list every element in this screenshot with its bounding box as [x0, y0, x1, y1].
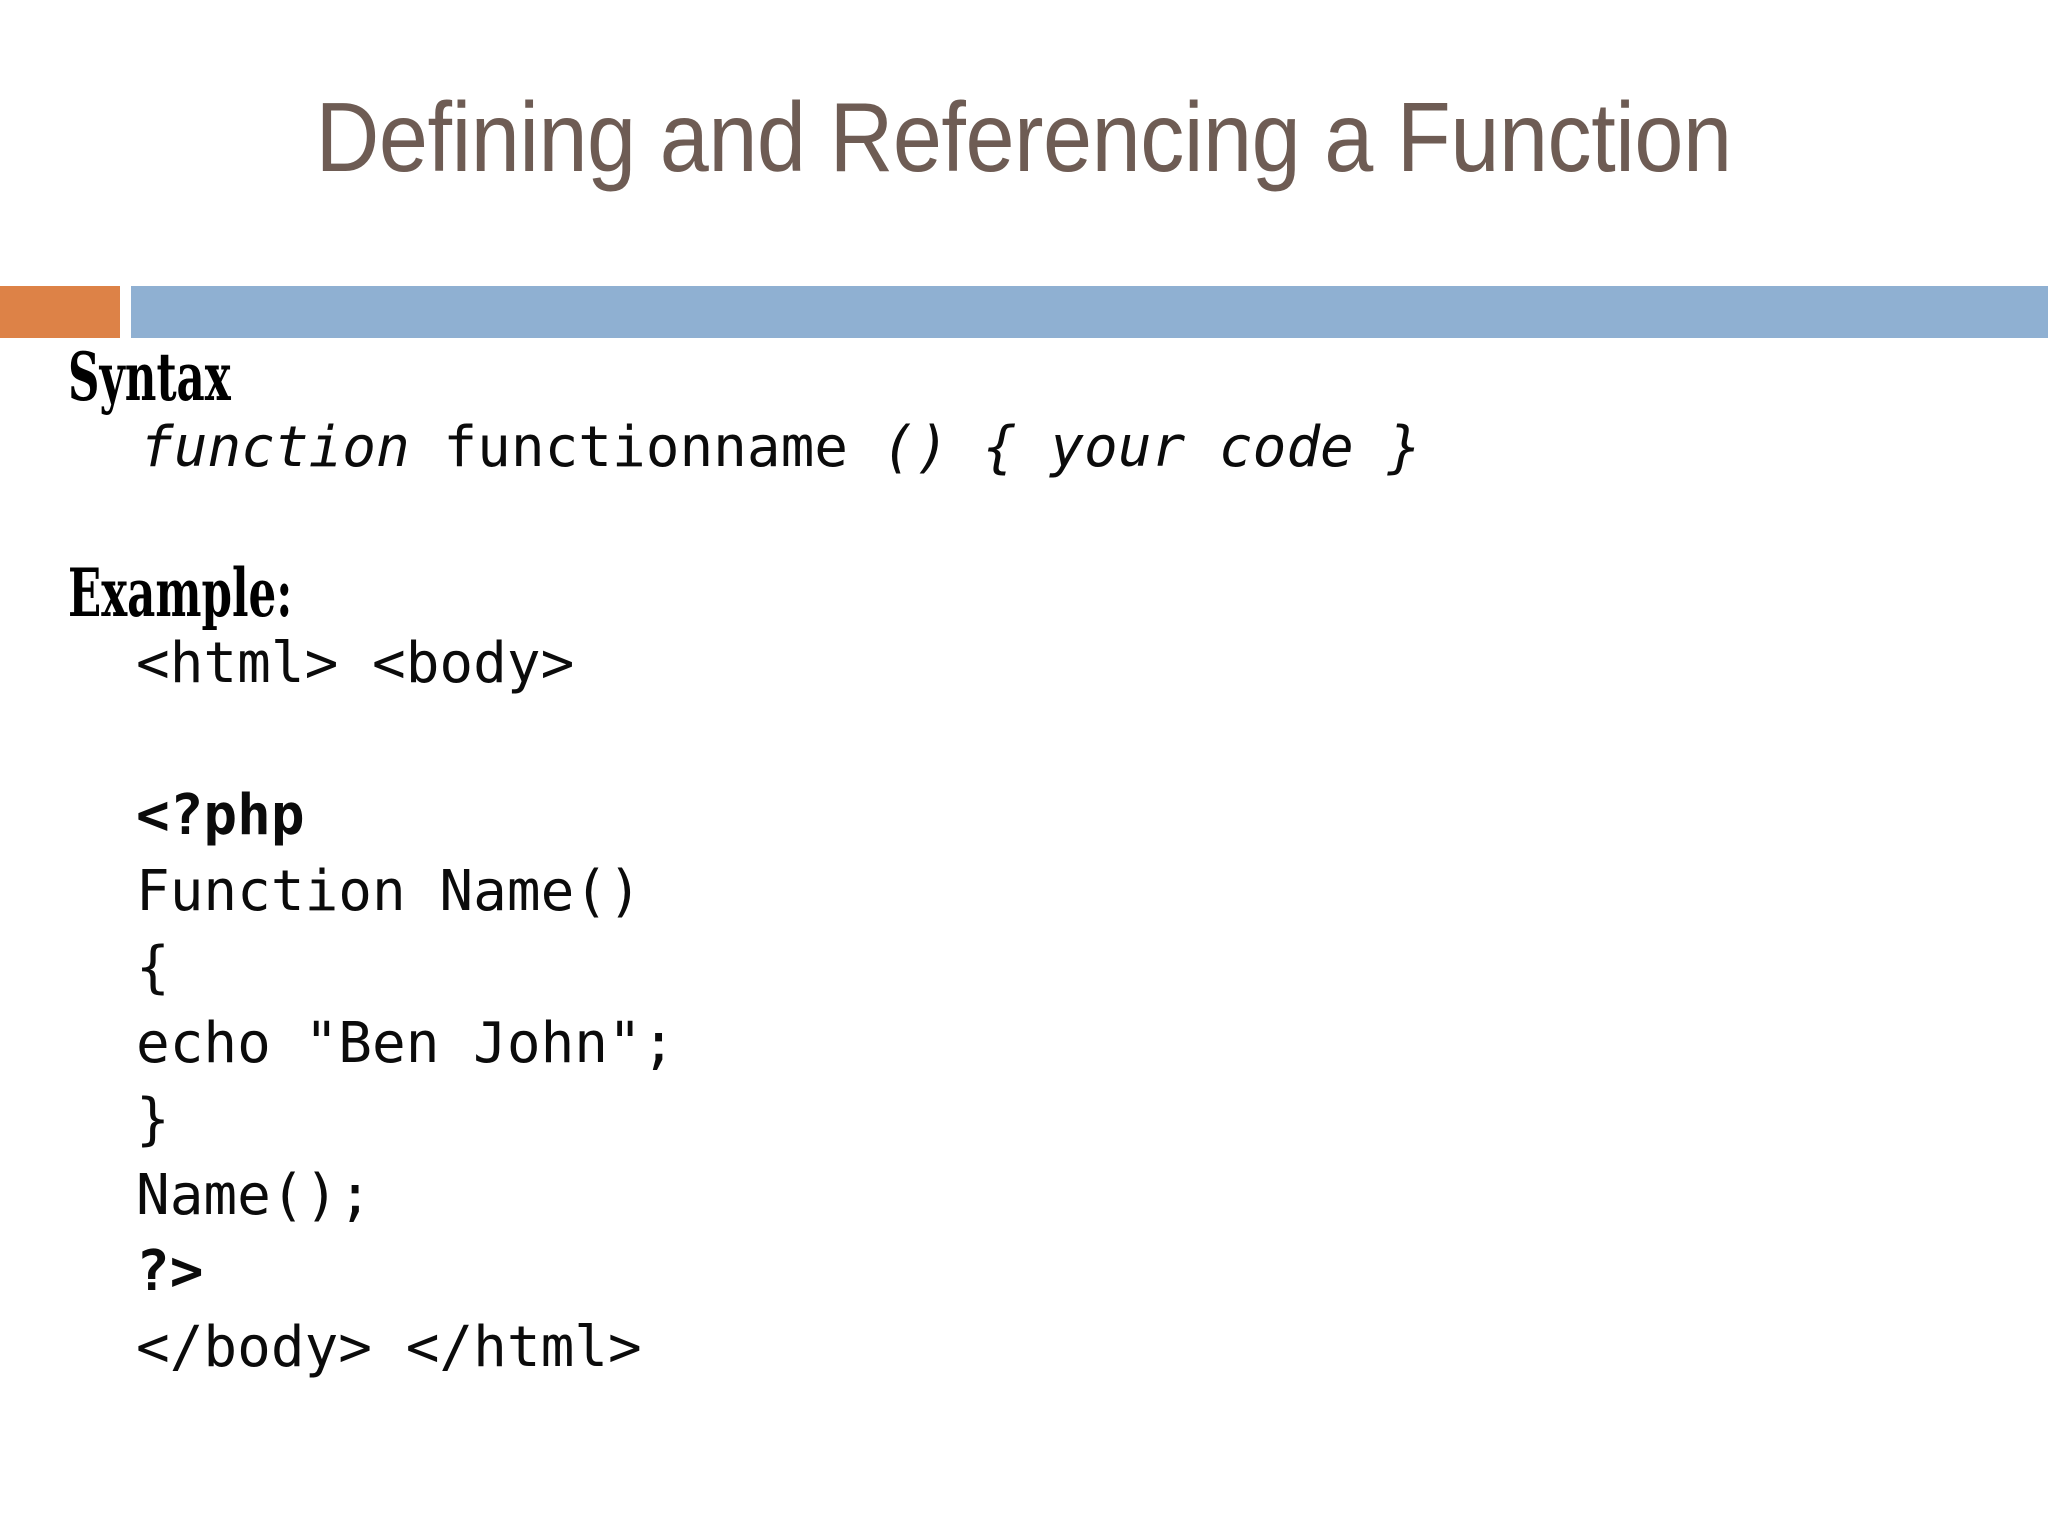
code-line-close-tags: </body> </html>: [136, 1315, 642, 1380]
section-heading-syntax: Syntax: [68, 338, 231, 416]
code-line-php-close: ?>: [136, 1239, 204, 1304]
accent-bar-blue: [131, 286, 2048, 338]
code-line-function-declaration: Function Name(): [136, 859, 642, 924]
code-line-php-open: <?php: [136, 783, 305, 848]
title-zone: Defining and Referencing a Function: [0, 62, 2048, 212]
page-title: Defining and Referencing a Function: [316, 82, 1732, 192]
syntax-code-line: function functionname () { your code }: [140, 410, 2048, 486]
section-spacer: [0, 486, 2048, 560]
syntax-tail: () { your code }: [881, 415, 1422, 480]
code-line-function-call: Name();: [136, 1163, 373, 1228]
code-line-echo: echo "Ben John";: [136, 1011, 676, 1076]
syntax-funcname: functionname: [409, 415, 882, 480]
syntax-keyword: function: [140, 415, 410, 480]
code-line-brace-close: }: [136, 1087, 170, 1152]
code-line-brace-open: {: [136, 935, 170, 1000]
code-line-open-tags: <html> <body>: [136, 631, 575, 696]
section-heading-example: Example:: [68, 554, 293, 632]
code-blank-line: [0, 702, 2048, 778]
slide-body: Syntax function functionname () { your c…: [0, 338, 2048, 1386]
accent-bar-orange: [0, 286, 120, 338]
